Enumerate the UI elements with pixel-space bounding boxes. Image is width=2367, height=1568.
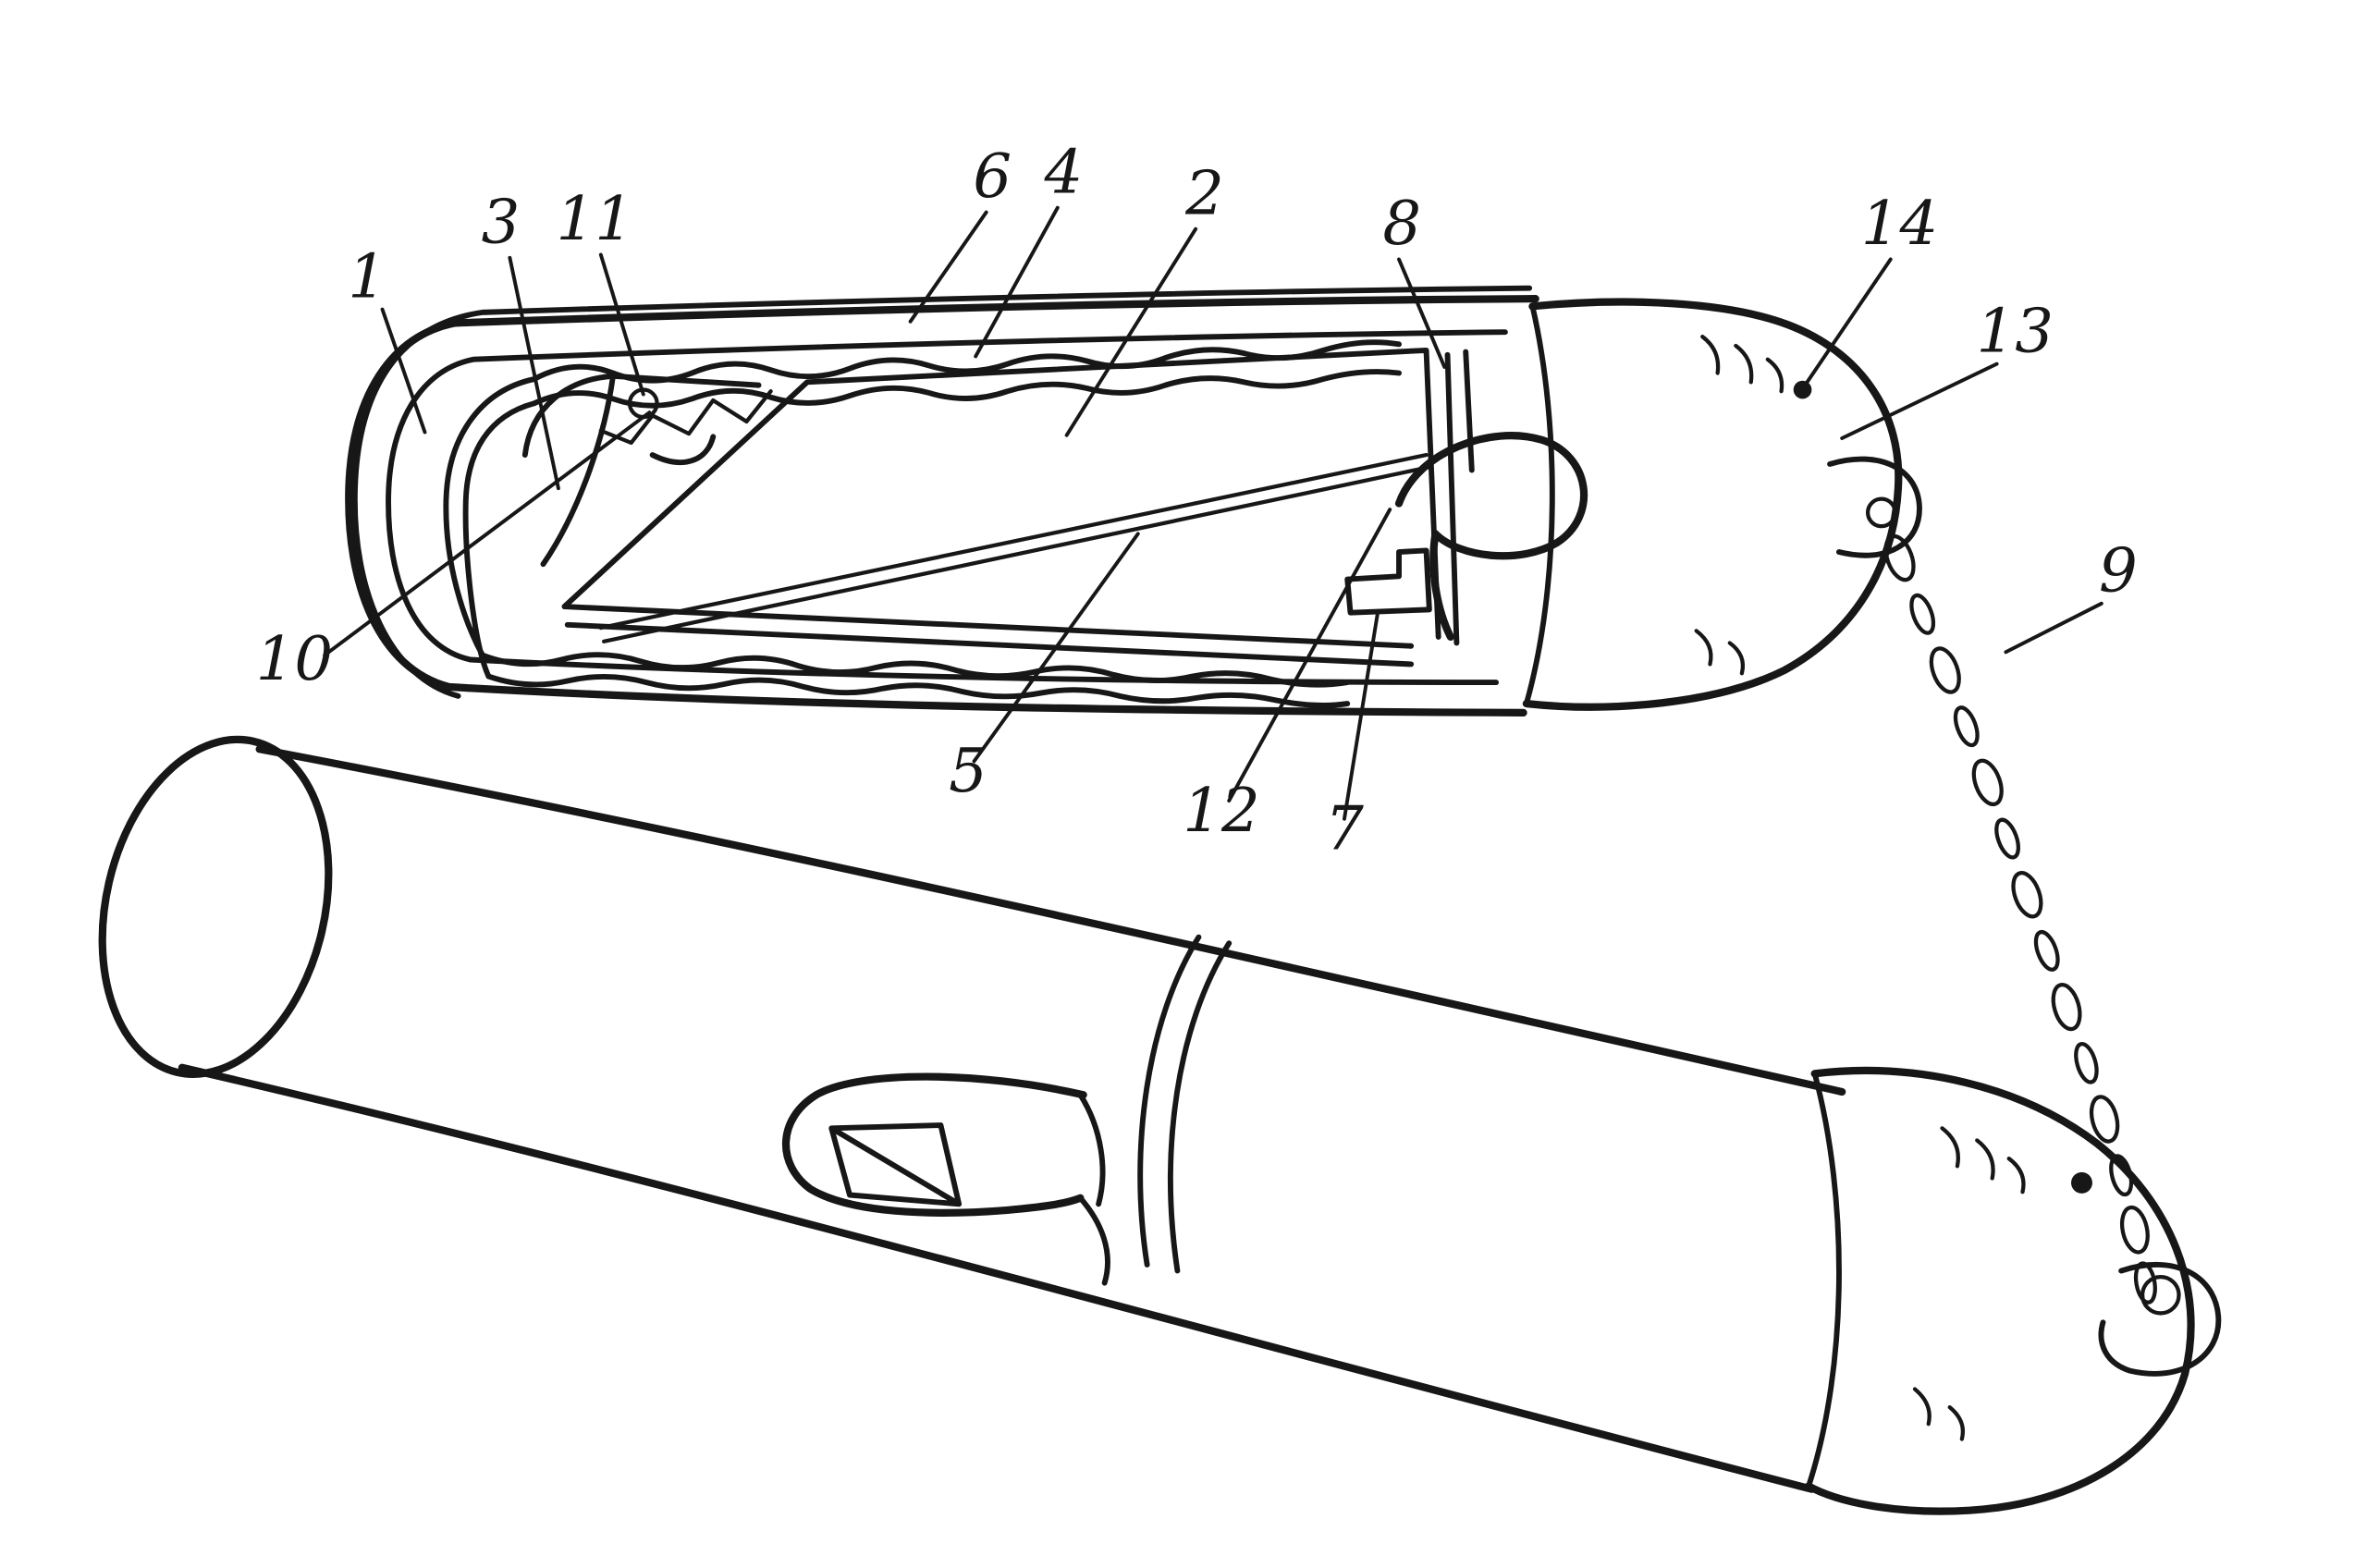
bottom-cap-outline <box>1804 1066 2195 1515</box>
step-notch <box>1344 547 1432 616</box>
label-1: 1 <box>348 242 386 312</box>
pocket-clip <box>781 1072 1087 1217</box>
leader-line-14 <box>1805 257 1893 385</box>
leader-line-1 <box>380 307 427 435</box>
callout-10: 10 <box>256 410 652 694</box>
label-14: 14 <box>1861 189 1939 259</box>
leader-line-3 <box>508 255 560 491</box>
callout-13: 13 <box>1840 297 2054 440</box>
top-cap-rim <box>1523 303 1555 707</box>
leader-line-11 <box>598 252 645 397</box>
bottom-cap-rim <box>1806 1071 1842 1489</box>
pocket-clip-wedge <box>828 1122 963 1207</box>
label-10: 10 <box>256 624 334 694</box>
callout-4: 4 <box>974 137 1083 359</box>
bottom-assembly <box>98 735 2222 1515</box>
top-cap-chain-ring <box>1865 496 1897 529</box>
label-3: 3 <box>482 187 521 257</box>
cylinder-left-end <box>98 735 333 1078</box>
leader-line-4 <box>974 205 1060 359</box>
chain-link <box>1883 533 1916 582</box>
chain-link <box>2119 1205 2150 1255</box>
chain-link <box>2089 1095 2120 1144</box>
label-6: 6 <box>973 141 1012 212</box>
callouts: 1 3 11 6 4 2 8 14 <box>256 137 2138 864</box>
callout-11: 11 <box>557 184 645 397</box>
callout-7: 7 <box>1325 610 1380 864</box>
label-7: 7 <box>1325 794 1364 864</box>
callout-5: 5 <box>949 532 1140 806</box>
left-bracket <box>521 373 762 568</box>
clip-hook <box>1394 432 1588 641</box>
bottom-cap-hole <box>2071 1171 2092 1194</box>
leader-line-9 <box>2004 601 2103 655</box>
cylinder-top-edge <box>255 745 1846 1096</box>
leader-line-8 <box>1397 257 1447 369</box>
label-11: 11 <box>557 184 634 254</box>
callout-6: 6 <box>908 141 1012 324</box>
spring-rod <box>598 452 1431 643</box>
chain-link <box>2011 871 2043 919</box>
liner-left-turn <box>443 376 537 680</box>
leader-line-13 <box>1840 361 1999 440</box>
cylinder-bottom-edge <box>178 1063 1816 1493</box>
liner-wavy-bottom-outer <box>479 652 1351 688</box>
callout-14: 14 <box>1805 189 1939 385</box>
top-cap-knob <box>1827 456 1922 558</box>
callout-1: 1 <box>348 242 427 435</box>
label-9: 9 <box>2099 536 2138 606</box>
liner-wavy-top-inner <box>531 369 1402 409</box>
leader-line-7 <box>1342 610 1380 821</box>
bottom-cap-hatch-lower <box>1912 1387 1966 1441</box>
label-12: 12 <box>1183 776 1260 846</box>
top-cap-hatch-upper <box>1700 334 1784 394</box>
leader-line-12 <box>1227 508 1392 803</box>
chain-link <box>1994 817 2020 860</box>
leader-line-10 <box>323 410 652 657</box>
callout-2: 2 <box>1064 158 1224 437</box>
cavity-body <box>561 347 1441 668</box>
top-cap-outline <box>1522 298 1903 711</box>
bottom-cap-hatch-upper <box>1940 1126 2026 1194</box>
leader-line-6 <box>908 210 988 324</box>
callout-8: 8 <box>1382 189 1447 369</box>
chain-link <box>2074 1041 2099 1084</box>
liner-wavy-bottom-inner <box>485 673 1351 708</box>
sleeve-rim <box>1137 934 1233 1274</box>
label-2: 2 <box>1184 158 1224 228</box>
inner-case-wall <box>386 329 1508 686</box>
chain-link <box>1929 646 1961 694</box>
leader-line-5 <box>972 532 1140 764</box>
chain-link <box>1953 705 1980 748</box>
chain-link <box>2033 929 2060 972</box>
chain-link <box>2051 983 2082 1032</box>
chain-link <box>1971 758 2004 807</box>
pocket-clip-tail <box>1077 1092 1110 1286</box>
leader-line-2 <box>1064 227 1198 437</box>
label-13: 13 <box>1977 297 2054 367</box>
top-cap-hole <box>1793 380 1812 399</box>
label-8: 8 <box>1382 189 1421 259</box>
torn-edge <box>598 389 773 446</box>
clip-plate <box>1444 349 1475 646</box>
bottom-cap-chain-ring <box>2140 1274 2181 1316</box>
outer-case-outline-retrace <box>351 285 1533 699</box>
chain <box>1883 533 2157 1305</box>
callout-9: 9 <box>2004 536 2138 655</box>
label-5: 5 <box>949 736 987 806</box>
label-4: 4 <box>1043 137 1083 207</box>
bottom-cap-knob <box>2098 1261 2222 1377</box>
callout-12: 12 <box>1183 508 1392 846</box>
top-assembly <box>345 285 1922 717</box>
chain-link <box>1909 593 1936 635</box>
top-cap-hatch-lower <box>1694 629 1746 676</box>
callout-3: 3 <box>482 187 560 491</box>
